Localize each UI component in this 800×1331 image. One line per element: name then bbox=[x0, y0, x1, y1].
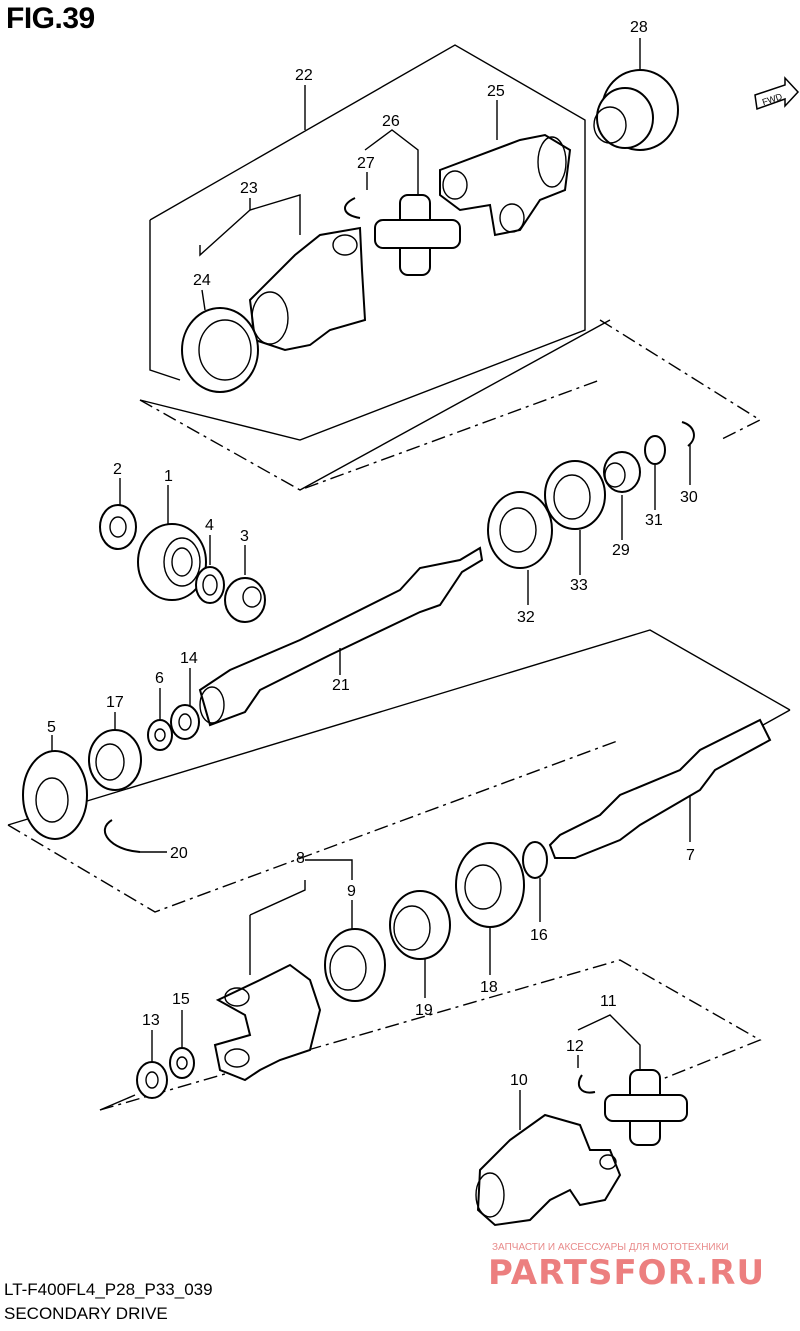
callout-labels: 22 28 25 26 27 23 24 2 1 4 3 21 32 33 29… bbox=[47, 19, 698, 1089]
callout-4: 4 bbox=[205, 517, 214, 534]
part-15-washer bbox=[169, 1047, 195, 1079]
callout-1: 1 bbox=[164, 468, 173, 485]
part-5-bevel-gear bbox=[22, 750, 88, 840]
part-7-shaft bbox=[548, 718, 772, 859]
part-2-washer bbox=[99, 504, 137, 550]
part-33-seal bbox=[544, 460, 606, 530]
section-name: SECONDARY DRIVE bbox=[4, 1304, 168, 1323]
part-9-boot bbox=[324, 928, 386, 1002]
callout-14: 14 bbox=[180, 650, 198, 667]
callout-12: 12 bbox=[566, 1038, 584, 1055]
watermark-logo: ЗАПЧАСТИ И АКСЕССУАРЫ ДЛЯ МОТОТЕХНИКИ PA… bbox=[488, 1242, 765, 1293]
part-27-clip bbox=[344, 197, 361, 219]
assembly-box-22 bbox=[139, 44, 762, 491]
callout-18: 18 bbox=[480, 979, 498, 996]
part-12-clip bbox=[577, 1074, 596, 1094]
callout-29: 29 bbox=[612, 542, 630, 559]
callout-10: 10 bbox=[510, 1072, 528, 1089]
callout-26: 26 bbox=[382, 113, 400, 130]
part-19-seal bbox=[389, 890, 451, 960]
callout-15: 15 bbox=[172, 991, 190, 1008]
part-3-nut bbox=[224, 577, 266, 623]
part-4-washer bbox=[195, 566, 225, 604]
part-6-washer bbox=[147, 719, 173, 751]
callout-9: 9 bbox=[347, 883, 356, 900]
callout-19: 19 bbox=[415, 1002, 433, 1019]
part-24-seal-ring bbox=[181, 307, 259, 393]
callout-11: 11 bbox=[600, 993, 617, 1010]
callout-25: 25 bbox=[487, 83, 505, 100]
part-20-circlip bbox=[104, 819, 141, 853]
callout-7: 7 bbox=[686, 847, 695, 864]
part-10-yoke bbox=[475, 1113, 622, 1227]
model-code: LT-F400FL4_P28_P33_039 bbox=[4, 1280, 213, 1299]
figure-title: FIG.39 bbox=[6, 2, 95, 35]
part-11-spider bbox=[604, 1069, 688, 1146]
callout-17: 17 bbox=[106, 694, 124, 711]
callout-6: 6 bbox=[155, 670, 164, 687]
callout-3: 3 bbox=[240, 528, 249, 545]
leader-lines bbox=[51, 38, 691, 1130]
part-18-bearing bbox=[455, 842, 525, 928]
part-29-collar bbox=[603, 451, 641, 493]
callout-30: 30 bbox=[680, 489, 698, 506]
callout-22: 22 bbox=[295, 67, 313, 84]
part-32-bearing bbox=[487, 491, 553, 569]
part-16-oring bbox=[522, 841, 548, 879]
callout-27: 27 bbox=[357, 155, 375, 172]
watermark-brand: PARTSFOR.RU bbox=[488, 1253, 765, 1293]
callout-28: 28 bbox=[630, 19, 648, 36]
part-21-shaft bbox=[198, 546, 484, 727]
part-13-nut bbox=[136, 1061, 168, 1099]
callout-32: 32 bbox=[517, 609, 535, 626]
assembly-box-bottom bbox=[99, 959, 762, 1111]
part-31-circlip bbox=[644, 435, 666, 465]
part-25-yoke bbox=[439, 133, 572, 237]
part-26-spider bbox=[374, 194, 461, 276]
callout-23: 23 bbox=[240, 180, 258, 197]
part-28-boot bbox=[593, 69, 679, 151]
part-1-bevel-gear bbox=[137, 523, 207, 601]
callout-2: 2 bbox=[113, 461, 122, 478]
callout-16: 16 bbox=[530, 927, 548, 944]
callout-5: 5 bbox=[47, 719, 56, 736]
callout-8: 8 bbox=[296, 850, 305, 867]
callout-21: 21 bbox=[332, 677, 350, 694]
callout-33: 33 bbox=[570, 577, 588, 594]
part-30-circlip bbox=[681, 421, 695, 447]
part-23-yoke bbox=[248, 226, 367, 352]
watermark-tagline: ЗАПЧАСТИ И АКСЕССУАРЫ ДЛЯ МОТОТЕХНИКИ bbox=[492, 1242, 729, 1253]
callout-24: 24 bbox=[193, 272, 211, 289]
callout-13: 13 bbox=[142, 1012, 160, 1029]
fwd-arrow-icon: FWD bbox=[754, 76, 800, 111]
part-17-bearing bbox=[88, 729, 142, 791]
part-14-nut bbox=[170, 704, 200, 740]
callout-20: 20 bbox=[170, 845, 188, 862]
part-8-yoke bbox=[213, 963, 322, 1082]
callout-31: 31 bbox=[645, 512, 663, 529]
